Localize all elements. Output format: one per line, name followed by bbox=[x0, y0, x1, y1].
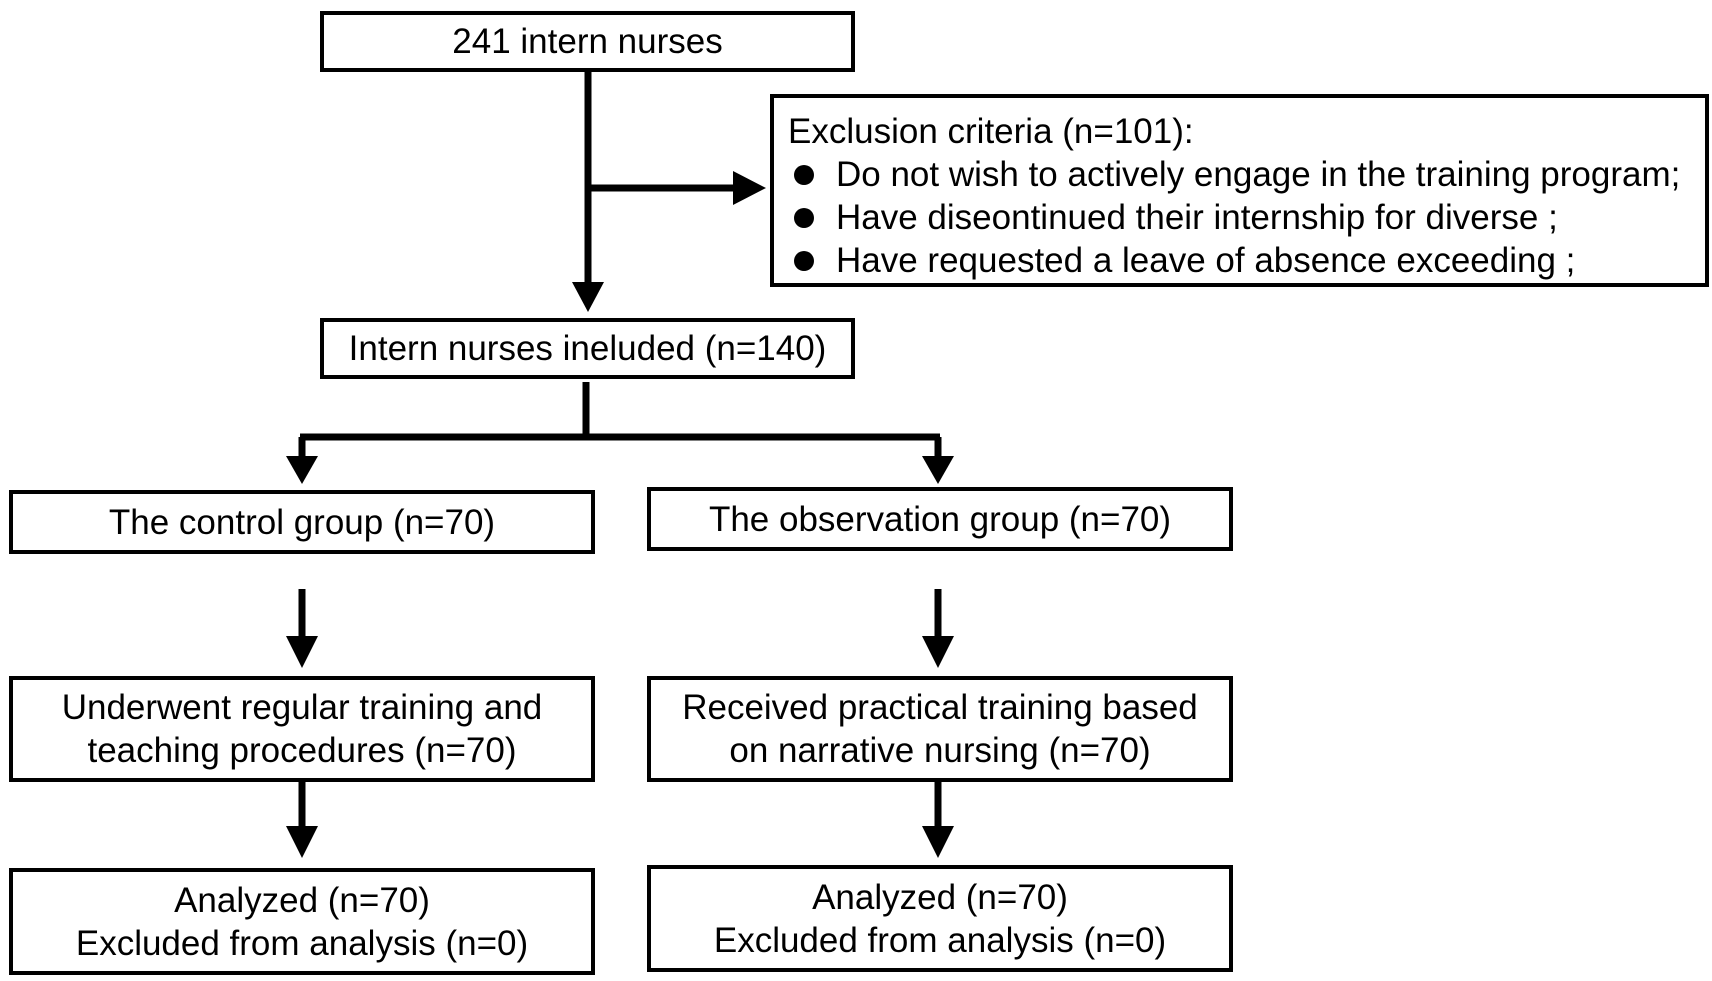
observation-intervention-line: on narrative nursing (n=70) bbox=[729, 731, 1151, 770]
observation-analysis-line: Excluded from analysis (n=0) bbox=[713, 920, 1167, 960]
control-analysis-line: Analyzed (n=70) bbox=[174, 880, 430, 920]
exclusion-title: Exclusion criteria (n=101): bbox=[788, 112, 1194, 151]
start-box-text: 241 intern nurses bbox=[452, 22, 723, 61]
exclusion-item-text: Do not wish to actively engage in the tr… bbox=[836, 155, 1681, 194]
observation-analysis-line: Analyzed (n=70) bbox=[812, 877, 1068, 917]
observation-intervention-box: Received practical training based on nar… bbox=[647, 676, 1233, 782]
exclusion-item-text: Have diseontinued their internship for d… bbox=[836, 198, 1558, 237]
control-intervention-line: Underwent regular training and bbox=[61, 688, 543, 727]
included-box: Intern nurses ineluded (n=140) bbox=[320, 318, 855, 379]
exclusion-item-text: Have requested a leave of absence exceed… bbox=[836, 241, 1576, 280]
arrowhead-to-control-intervention bbox=[286, 636, 318, 668]
exclusion-criteria-box: Exclusion criteria (n=101): Do not wish … bbox=[770, 94, 1709, 287]
observation-group-text: The observation group (n=70) bbox=[708, 499, 1172, 539]
arrowhead-to-observation-analysis bbox=[922, 826, 954, 858]
observation-analysis-box: Analyzed (n=70) Excluded from analysis (… bbox=[647, 865, 1233, 972]
arrowhead-to-control-analysis bbox=[286, 826, 318, 858]
control-intervention-box: Underwent regular training and teaching … bbox=[9, 676, 595, 782]
start-box: 241 intern nurses bbox=[320, 11, 855, 72]
bullet-icon bbox=[794, 207, 814, 228]
bullet-icon bbox=[794, 164, 814, 185]
arrowhead-to-included bbox=[572, 282, 604, 312]
control-analysis-box: Analyzed (n=70) Excluded from analysis (… bbox=[9, 868, 595, 975]
exclusion-item: Have requested a leave of absence exceed… bbox=[788, 239, 1575, 282]
bullet-icon bbox=[794, 250, 814, 271]
arrowhead-to-exclusion bbox=[733, 171, 766, 205]
observation-group-box: The observation group (n=70) bbox=[647, 487, 1233, 551]
arrowhead-to-observation-intervention bbox=[922, 636, 954, 668]
observation-intervention-line: Received practical training based bbox=[682, 688, 1198, 727]
control-group-text: The control group (n=70) bbox=[108, 502, 496, 542]
control-analysis-line: Excluded from analysis (n=0) bbox=[75, 923, 529, 963]
control-intervention-line: teaching procedures (n=70) bbox=[87, 731, 517, 770]
included-box-text: Intern nurses ineluded (n=140) bbox=[348, 329, 827, 368]
arrowhead-to-observation bbox=[922, 456, 954, 484]
exclusion-item: Have diseontinued their internship for d… bbox=[788, 196, 1558, 239]
arrowhead-to-control bbox=[286, 456, 318, 484]
exclusion-item: Do not wish to actively engage in the tr… bbox=[788, 153, 1680, 196]
control-group-box: The control group (n=70) bbox=[9, 490, 595, 554]
